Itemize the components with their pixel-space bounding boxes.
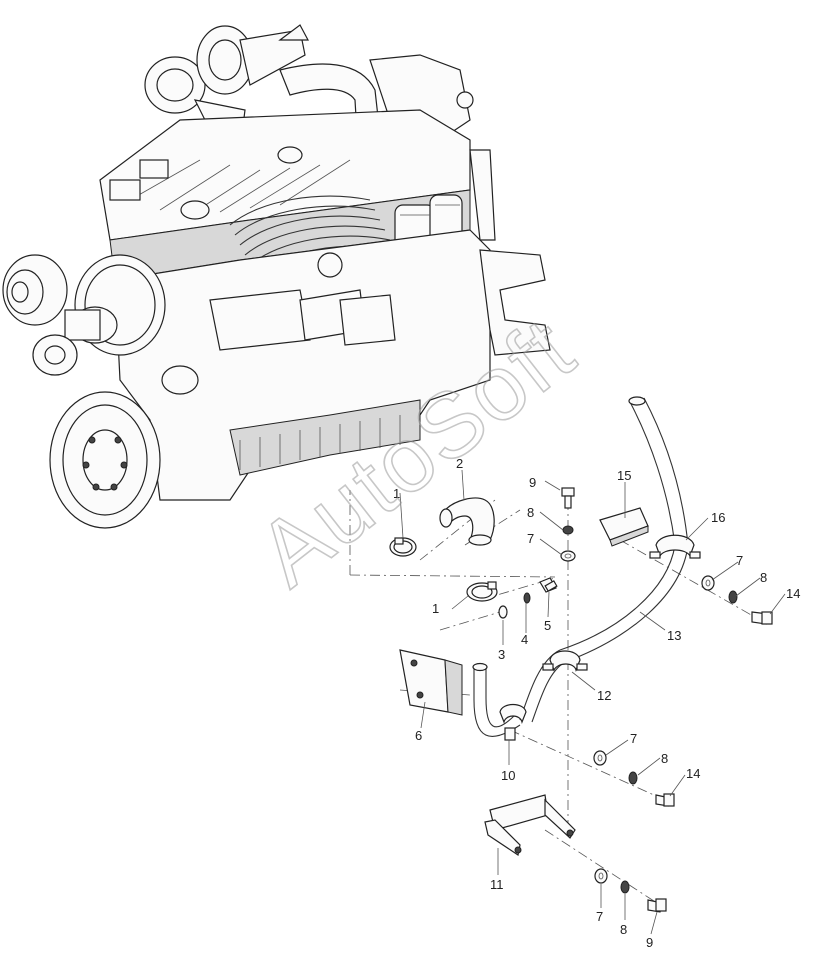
washer-part-7-right-upper [701,575,715,591]
callout-part-9-bottom: 9 [646,935,653,950]
bolt-part-14-lower [655,793,675,807]
callout-part-8-upper: 8 [527,505,534,520]
crankshaft-pulley [64,254,166,356]
callout-labels: 1 2 9 15 8 16 7 7 8 14 1 5 4 13 3 12 6 7… [393,456,800,950]
callout-part-16: 16 [711,510,725,525]
hose-elbow-part-2 [439,497,495,546]
callout-part-2: 2 [456,456,463,471]
bolt-part-9-bottom [647,898,667,913]
engine-mount-right [469,149,551,356]
crankcase [114,229,491,501]
callout-part-4: 4 [521,632,528,647]
callout-part-1-upper: 1 [393,486,400,501]
callout-part-14-upper: 14 [786,586,800,601]
pipe-clip-part-16 [649,534,701,559]
turbocharger [144,24,309,151]
bracket-part-15 [599,507,649,547]
cylinder-head [99,109,471,281]
hose-clamp-part-1-upper [389,537,417,557]
washer-part-7-upper [560,550,576,562]
engine-block [2,24,551,529]
leader-lines [399,469,786,935]
bracket-part-6 [399,649,463,716]
callout-part-7-right: 7 [736,553,743,568]
washer-part-3 [498,605,508,619]
callout-part-11: 11 [490,877,504,892]
callout-part-8-bottom: 8 [620,922,627,937]
fan-pulley [32,334,199,395]
callout-part-8-right: 8 [760,570,767,585]
callout-part-13: 13 [667,628,681,643]
callout-part-7-middle: 7 [630,731,637,746]
hose-clamp-part-1-lower [466,581,498,602]
callout-part-14-lower: 14 [686,766,700,781]
callout-part-12: 12 [597,688,611,703]
lock-washer-part-8-right-upper [728,590,738,604]
callout-part-6: 6 [415,728,422,743]
alternator [2,254,68,326]
lock-washer-part-8-right-lower [628,771,638,785]
callout-part-9-upper: 9 [529,475,536,490]
bracket-part-11 [484,794,576,856]
callout-part-8-middle: 8 [661,751,668,766]
bolt-part-5 [539,577,558,593]
bolt-part-9-upper [561,487,575,509]
flywheel-housing [49,391,161,529]
callout-part-5: 5 [544,618,551,633]
callout-part-7-upper: 7 [527,531,534,546]
callout-part-1-lower: 1 [432,601,439,616]
bolt-part-14-upper [751,611,773,625]
lock-washer-part-8-bottom [620,880,630,894]
washer-part-7-right-lower [593,750,607,766]
callout-part-3: 3 [498,647,505,662]
lock-washer-part-4 [523,592,531,604]
washer-part-7-bottom [594,868,608,884]
callout-part-15: 15 [617,468,631,483]
pipe-part-10 [472,662,527,741]
lock-washer-part-8-upper [562,525,574,535]
pipe-part-13 [519,396,689,723]
callout-part-7-bottom: 7 [596,909,603,924]
pipe-clip-part-12 [542,650,588,672]
callout-part-10: 10 [501,768,515,783]
